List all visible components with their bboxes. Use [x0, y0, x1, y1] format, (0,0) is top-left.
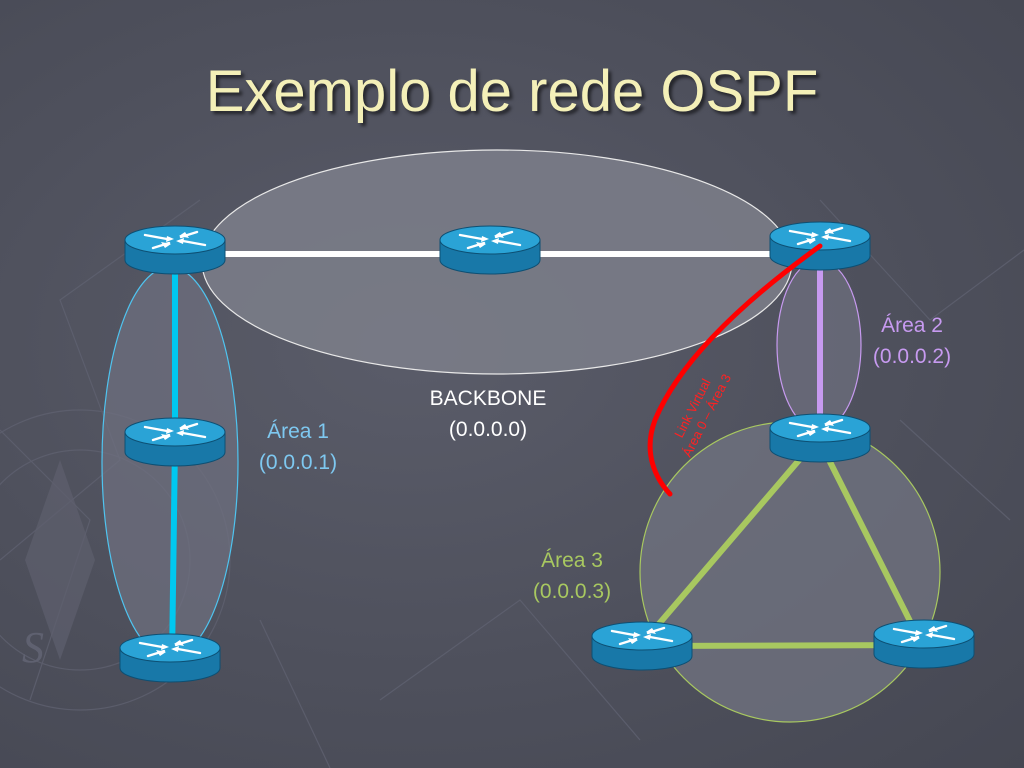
slide-title: Exemplo de rede OSPF [205, 59, 819, 124]
area2-id: (0.0.0.2) [872, 345, 952, 368]
area3-link-2 [815, 436, 925, 647]
router-icon [872, 618, 976, 670]
area3-id: (0.0.0.3) [532, 580, 612, 603]
router-icon [438, 224, 542, 276]
router-icon [123, 224, 227, 276]
virtual-link-line [647, 243, 823, 497]
svg-text:S: S [22, 623, 44, 672]
area2-name: Área 2 [881, 314, 943, 337]
backbone-name: BACKBONE [429, 387, 547, 410]
area1-id: (0.0.0.1) [258, 451, 338, 474]
area3-link-1 [637, 436, 821, 648]
backbone-id: (0.0.0.0) [448, 418, 528, 441]
area1-link-2 [169, 442, 178, 661]
area2-label: Área 2 (0.0.0.2) [842, 310, 982, 372]
backbone-label: BACKBONE (0.0.0.0) [408, 383, 568, 445]
router-icon [118, 632, 222, 684]
area3-name: Área 3 [541, 549, 603, 572]
router-icon [123, 416, 227, 468]
router-icon [590, 620, 694, 672]
area1-label: Área 1 (0.0.0.1) [228, 416, 368, 478]
area3-label: Área 3 (0.0.0.3) [502, 545, 642, 607]
area1-name: Área 1 [267, 420, 329, 443]
router-icon [768, 412, 872, 464]
